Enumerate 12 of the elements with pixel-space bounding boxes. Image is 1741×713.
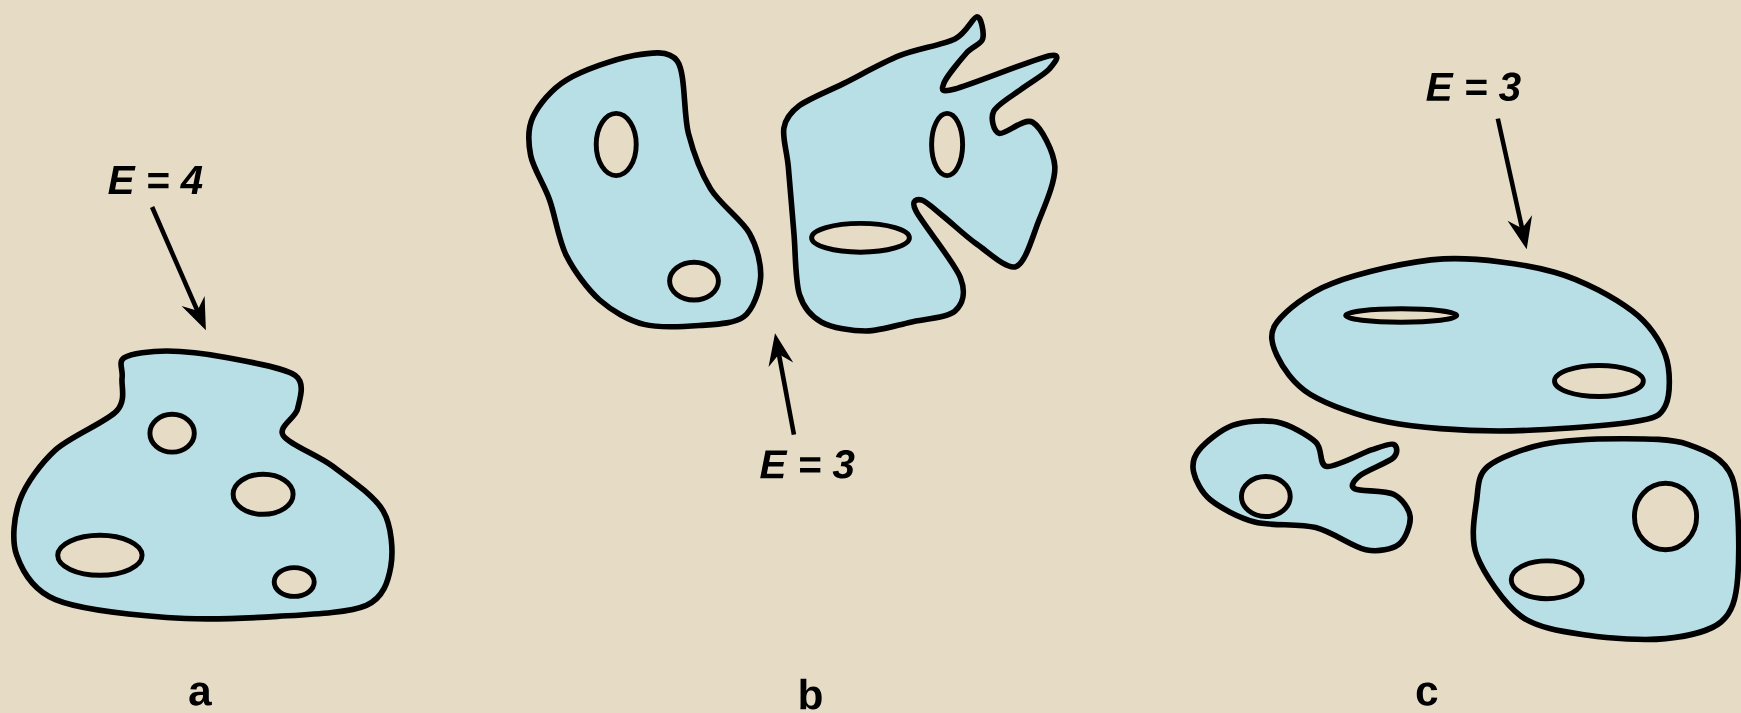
value-label: E = 4	[108, 166, 203, 194]
blob-drawing	[526, 50, 764, 330]
blob-drawing	[1190, 418, 1413, 554]
value-label: E = 3	[1426, 72, 1521, 102]
value-label: E = 3	[760, 450, 855, 479]
panel-letter: b	[800, 678, 822, 710]
blob-drawing	[1268, 255, 1673, 434]
blob-drawing	[780, 13, 1060, 334]
panel-letter: a	[189, 682, 212, 706]
panel-letter: c	[1416, 682, 1438, 706]
blob-drawing	[11, 348, 395, 622]
blob-drawing	[1470, 435, 1741, 643]
